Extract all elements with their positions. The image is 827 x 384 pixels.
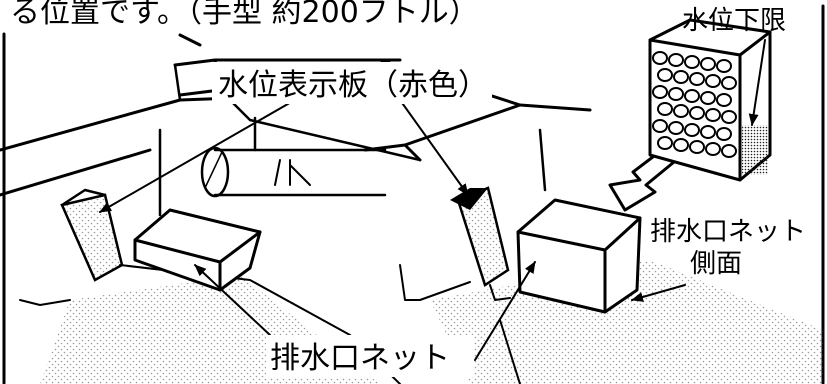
leader-lines — [99, 39, 766, 361]
drain-net-label: 排水口ネット — [270, 341, 450, 376]
net-hole — [673, 138, 689, 152]
label-backdrop — [266, 335, 474, 377]
net-hole — [705, 74, 721, 88]
net-hole — [684, 89, 700, 103]
net-hole — [684, 55, 700, 69]
figure-frame — [2, 4, 825, 384]
water-level-lower-limit-label: 水位下限 — [682, 6, 786, 36]
right-plate-tip — [450, 188, 488, 210]
net-box-detail — [648, 18, 772, 182]
net-hole — [684, 123, 700, 137]
right-drain-net-box — [516, 198, 642, 314]
right-appliance — [363, 58, 823, 384]
net-hole — [721, 110, 737, 124]
net-hole — [657, 68, 673, 82]
net-hole — [673, 104, 689, 118]
net-hole — [668, 53, 684, 67]
net-hole — [689, 106, 705, 120]
water-level-plate-label: 水位表示板（赤色） — [218, 68, 488, 103]
net-hole — [705, 142, 721, 156]
net-lower-dots — [742, 125, 768, 175]
net-hole — [673, 70, 689, 84]
net-hole — [668, 121, 684, 135]
net-hole — [657, 102, 673, 116]
label-backdrop — [212, 62, 492, 104]
net-hole — [652, 119, 668, 133]
net-hole — [721, 144, 737, 158]
net-hole — [689, 140, 705, 154]
drain-net-side-label-line1: 排水口ネット — [650, 217, 806, 247]
net-hole — [716, 127, 732, 141]
net-hole — [700, 57, 716, 71]
net-hole — [716, 59, 732, 73]
left-water-level-plate — [60, 193, 124, 282]
drain-net-side-label-line2: 側面 — [690, 249, 742, 279]
net-hole — [668, 87, 684, 101]
net-hole — [716, 93, 732, 107]
net-hole — [700, 91, 716, 105]
net-hole — [705, 108, 721, 122]
net-holes — [652, 51, 737, 158]
left-drain-net-box — [133, 208, 262, 292]
net-hole — [652, 51, 668, 65]
header-cut-text: る位置です。（手型 約200フトル） — [10, 0, 479, 30]
net-hole — [721, 76, 737, 90]
net-hole — [657, 136, 673, 150]
net-hole — [689, 72, 705, 86]
net-hole — [652, 85, 668, 99]
net-hole — [700, 125, 716, 139]
